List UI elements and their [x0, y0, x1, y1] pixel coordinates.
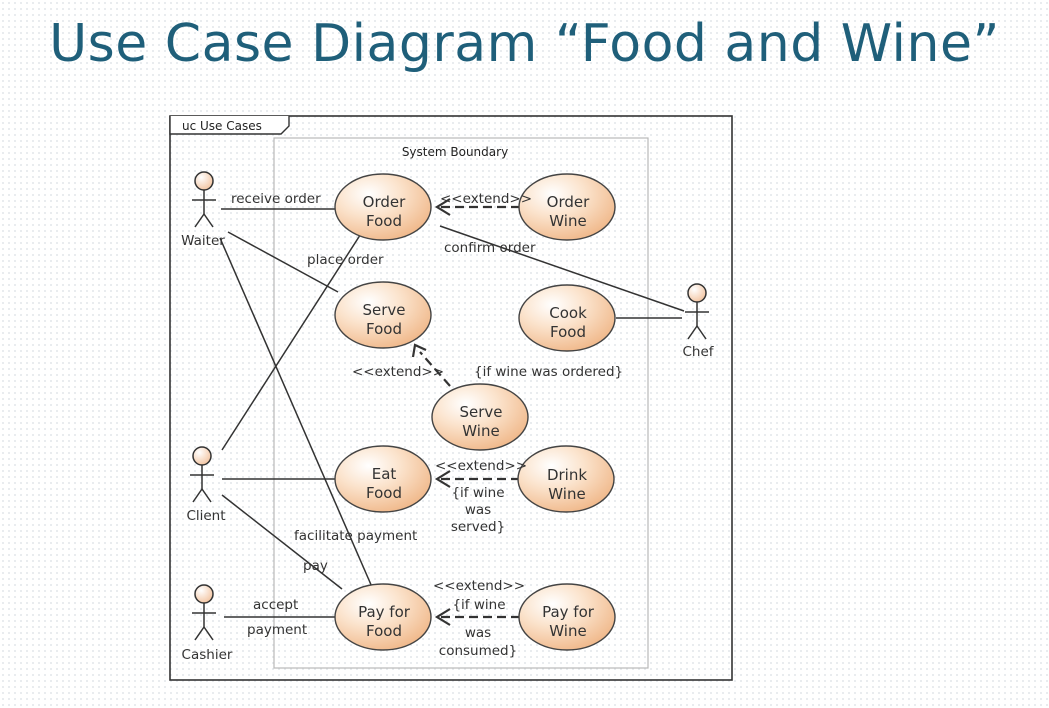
usecase-drink-wine-line2: Wine — [548, 485, 585, 503]
label-cond-wine-ordered: {if wine was ordered} — [474, 364, 623, 380]
label-cond-consumed-line2: was — [465, 625, 491, 641]
diagram-frame — [169, 115, 733, 681]
usecase-pay-wine-line1: Pay for — [542, 603, 595, 621]
actor-chef-label: Chef — [682, 344, 714, 360]
assoc-waiter-payfood — [219, 237, 373, 588]
usecase-serve-wine-line2: Wine — [462, 422, 499, 440]
extend-arrowheads — [411, 198, 451, 626]
usecase-order-wine-line1: Order — [547, 193, 590, 211]
extend-lines — [419, 205, 520, 619]
actor-cashier-figure — [192, 584, 216, 641]
label-accept: accept — [253, 597, 298, 613]
usecase-serve-food-line1: Serve — [362, 301, 405, 319]
assoc-waiter-servefood — [227, 231, 339, 293]
label-pay: pay — [303, 558, 328, 574]
frame-tab — [169, 116, 290, 135]
actor-waiter-label: Waiter — [181, 233, 225, 249]
label-extend-servewine: <<extend>> — [352, 364, 444, 380]
relationship-labels: receive order place order confirm order … — [231, 191, 623, 638]
label-confirm-order: confirm order — [444, 240, 536, 256]
arrowhead-servefood — [411, 343, 427, 358]
arrowhead-orderfood — [434, 198, 451, 216]
assoc-client-payfood — [221, 494, 343, 590]
use-cases — [334, 173, 616, 651]
usecase-order-wine — [518, 173, 616, 241]
label-facilitate-payment: facilitate payment — [294, 528, 417, 544]
system-boundary-label: System Boundary — [402, 145, 508, 159]
usecase-pay-wine — [518, 583, 616, 651]
usecase-eat-food — [334, 445, 432, 513]
usecase-serve-food-line2: Food — [366, 320, 402, 338]
condition-labels: {if wine was served} {if wine was consum… — [439, 485, 517, 659]
actor-client-figure — [190, 446, 214, 503]
usecase-order-food-line1: Order — [363, 193, 406, 211]
actors — [190, 171, 709, 641]
label-cond-consumed-line1: {if wine — [452, 597, 505, 613]
use-case-labels: Order Food Order Wine Serve Food Cook Fo… — [358, 193, 595, 640]
usecase-cook-food-line1: Cook — [549, 304, 587, 322]
usecase-eat-food-line1: Eat — [372, 465, 397, 483]
label-cond-served-line1: {if wine — [451, 485, 504, 501]
associations — [219, 208, 685, 618]
usecase-serve-wine — [431, 383, 529, 451]
usecase-cook-food-line2: Food — [550, 323, 586, 341]
usecase-eat-food-line2: Food — [366, 484, 402, 502]
label-extend-paywine: <<extend>> — [433, 578, 525, 594]
usecase-order-food-line2: Food — [366, 212, 402, 230]
actor-labels: Waiter Client Cashier Chef — [181, 233, 715, 663]
actor-waiter-figure — [192, 171, 216, 228]
label-extend-drinkwine: <<extend>> — [435, 458, 527, 474]
arrowhead-eatfood — [434, 470, 451, 488]
usecase-drink-wine-line1: Drink — [547, 466, 587, 484]
label-cond-served-line2: was — [465, 502, 491, 518]
usecase-cook-food — [518, 284, 616, 352]
usecase-pay-food-line1: Pay for — [358, 603, 411, 621]
label-payment: payment — [247, 622, 307, 638]
slide-title: Use Case Diagram “Food and Wine” — [49, 14, 1000, 74]
usecase-drink-wine — [517, 445, 615, 513]
usecase-pay-food-line2: Food — [366, 622, 402, 640]
usecase-pay-food — [334, 583, 432, 651]
label-cond-served-line3: served} — [451, 519, 505, 535]
usecase-serve-food — [334, 281, 432, 349]
assoc-chef-orderfood — [439, 225, 685, 312]
arrowhead-payfood — [434, 608, 451, 626]
system-boundary — [273, 137, 649, 669]
frame-label: uc Use Cases — [182, 119, 262, 133]
usecase-order-wine-line2: Wine — [549, 212, 586, 230]
assoc-client-orderfood — [221, 228, 365, 451]
label-extend-orderwine: <<extend>> — [440, 191, 532, 207]
actor-cashier-label: Cashier — [182, 647, 233, 663]
actor-chef-figure — [685, 283, 709, 340]
label-cond-consumed-line3: consumed} — [439, 643, 517, 659]
label-place-order: place order — [307, 252, 384, 268]
label-receive-order: receive order — [231, 191, 321, 207]
extend-servewine-servefood — [419, 351, 451, 387]
usecase-pay-wine-line2: Wine — [549, 622, 586, 640]
actor-client-label: Client — [186, 508, 225, 524]
usecase-serve-wine-line1: Serve — [459, 403, 502, 421]
usecase-order-food — [334, 173, 432, 241]
